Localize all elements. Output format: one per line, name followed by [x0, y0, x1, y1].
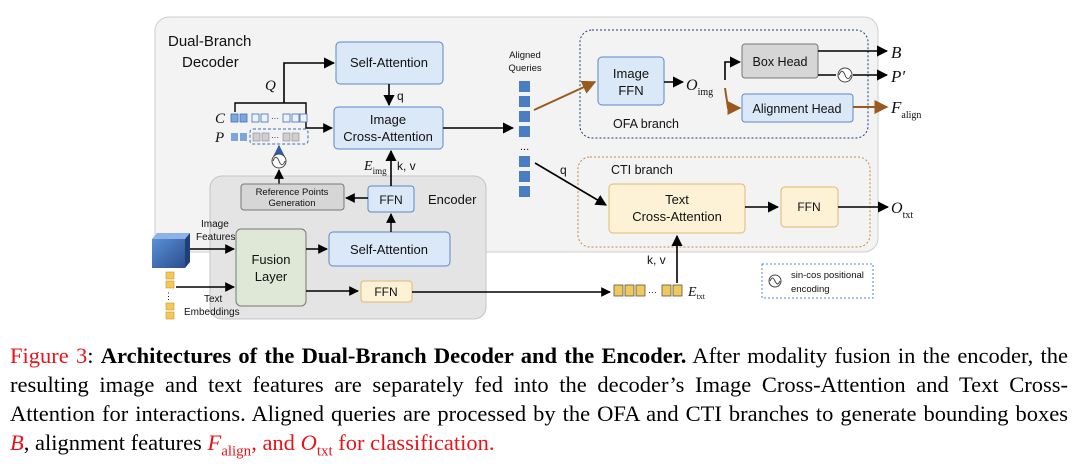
- image-ffn-label-2: FFN: [618, 83, 643, 98]
- text-cross-attention-block: [608, 183, 746, 234]
- q-bracket: [234, 102, 307, 112]
- self-attention-encoder-label: Self-Attention: [350, 242, 428, 257]
- text-embeddings-label-1: Text: [204, 294, 223, 305]
- ffn-encoder-label: FFN: [379, 193, 402, 207]
- alignment-head-label: Alignment Head: [753, 102, 842, 116]
- decoder-title-line2: Decoder: [182, 54, 239, 71]
- caption-colon: :: [87, 343, 94, 368]
- ffn-cti-label: FFN: [797, 200, 820, 214]
- q-top-label: q: [397, 89, 404, 103]
- fusion-layer-block: [235, 228, 307, 307]
- image-ffn-label-1: Image: [613, 66, 649, 81]
- self-attention-label: Self-Attention: [350, 55, 428, 70]
- caption-text-3: , and: [251, 430, 295, 455]
- aligned-queries-label-2: Queries: [508, 63, 542, 74]
- ffn-text-label: FFN: [374, 285, 397, 299]
- q-cti-label: q: [560, 163, 567, 177]
- svg-text:···: ···: [648, 287, 657, 297]
- kv-cti-label: k, v: [647, 253, 666, 267]
- image-cross-attention-label-1: Image: [370, 112, 406, 127]
- svg-text:⋮: ⋮: [164, 291, 173, 301]
- svg-text:···: ···: [271, 133, 279, 142]
- legend-sin-cos-icon: [768, 274, 782, 288]
- position-queries: ···: [231, 128, 309, 145]
- o-txt-label: Otxt: [891, 200, 913, 221]
- sin-cos-icon-ofa: [837, 67, 853, 83]
- aligned-queries-column: ...: [519, 81, 530, 197]
- self-attention-encoder-block: [328, 231, 451, 267]
- image-cross-attention-label-2: Cross-Attention: [343, 129, 433, 144]
- legend-label-1: sin-cos positional: [791, 270, 864, 281]
- oimg-to-alignment-head-arrow: [724, 87, 742, 115]
- image-features-label-2: Features: [196, 232, 235, 243]
- oimg-to-box-head-arrow: [724, 56, 742, 80]
- queries-to-tca-arrow: [534, 162, 607, 206]
- q-arrow: [283, 57, 336, 103]
- text-embeddings-stack: ⋮: [164, 271, 175, 320]
- kv-left-label: k, v: [397, 159, 416, 173]
- svg-text:···: ···: [271, 114, 279, 123]
- svg-text:...: ...: [520, 141, 529, 153]
- caption-text-1: After modality fusion in the encoder, th…: [10, 343, 1068, 426]
- aligned-queries-label-1: Aligned: [509, 50, 541, 61]
- sin-cos-icon: [271, 153, 287, 169]
- caption-b: B: [10, 430, 24, 455]
- e-img-label: Eimg: [363, 159, 387, 176]
- content-queries: ···: [230, 113, 308, 123]
- box-head-label: Box Head: [753, 55, 808, 69]
- queries-to-image-ffn-arrow: [533, 80, 597, 111]
- encoder-title: Encoder: [428, 192, 477, 207]
- text-embeddings-label-2: Embeddings: [184, 307, 240, 318]
- image-ffn-block: [597, 56, 665, 106]
- o-img-label: Oimg: [686, 77, 713, 98]
- fusion-layer-label-1: Fusion: [251, 252, 290, 267]
- cti-branch-panel: [577, 156, 871, 248]
- c-label: C: [215, 111, 226, 127]
- q-label: Q: [265, 78, 276, 94]
- image-features-label-1: Image: [201, 219, 229, 230]
- image-features-cube: [152, 233, 190, 268]
- reference-points-label-1: Reference Points: [256, 187, 329, 198]
- box-head-block: [741, 43, 819, 79]
- ofa-branch-panel: [579, 29, 869, 139]
- text-embedding-tokens: ···: [613, 284, 683, 297]
- ofa-branch-label: OFA branch: [613, 117, 679, 131]
- caption-f-align: Falign: [207, 430, 252, 460]
- reference-points-label-2: Generation: [268, 198, 315, 209]
- p-label: P: [214, 130, 224, 146]
- b-label: B: [891, 43, 902, 62]
- decoder-title-line1: Dual-Branch: [168, 33, 251, 50]
- caption-text-2: , alignment features: [23, 430, 202, 455]
- figure-caption: Figure 3: Architectures of the Dual-Bran…: [10, 341, 1068, 460]
- text-cross-attention-label-2: Cross-Attention: [632, 209, 722, 224]
- reference-points-block: [240, 183, 345, 211]
- legend-label-2: encoding: [791, 284, 830, 295]
- cti-branch-label: CTI branch: [611, 163, 673, 177]
- text-cross-attention-label-1: Text: [665, 192, 689, 207]
- fusion-layer-label-2: Layer: [255, 269, 288, 284]
- caption-title: Architectures of the Dual-Branch Decoder…: [100, 343, 687, 368]
- figure-label: Figure 3: [10, 343, 88, 368]
- caption-o-txt: Otxt: [300, 430, 333, 460]
- f-align-label: Falign: [890, 98, 921, 121]
- p-prime-label: P′: [890, 67, 905, 86]
- e-txt-label: Etxt: [687, 285, 706, 301]
- caption-text-4: for classification.: [338, 430, 495, 455]
